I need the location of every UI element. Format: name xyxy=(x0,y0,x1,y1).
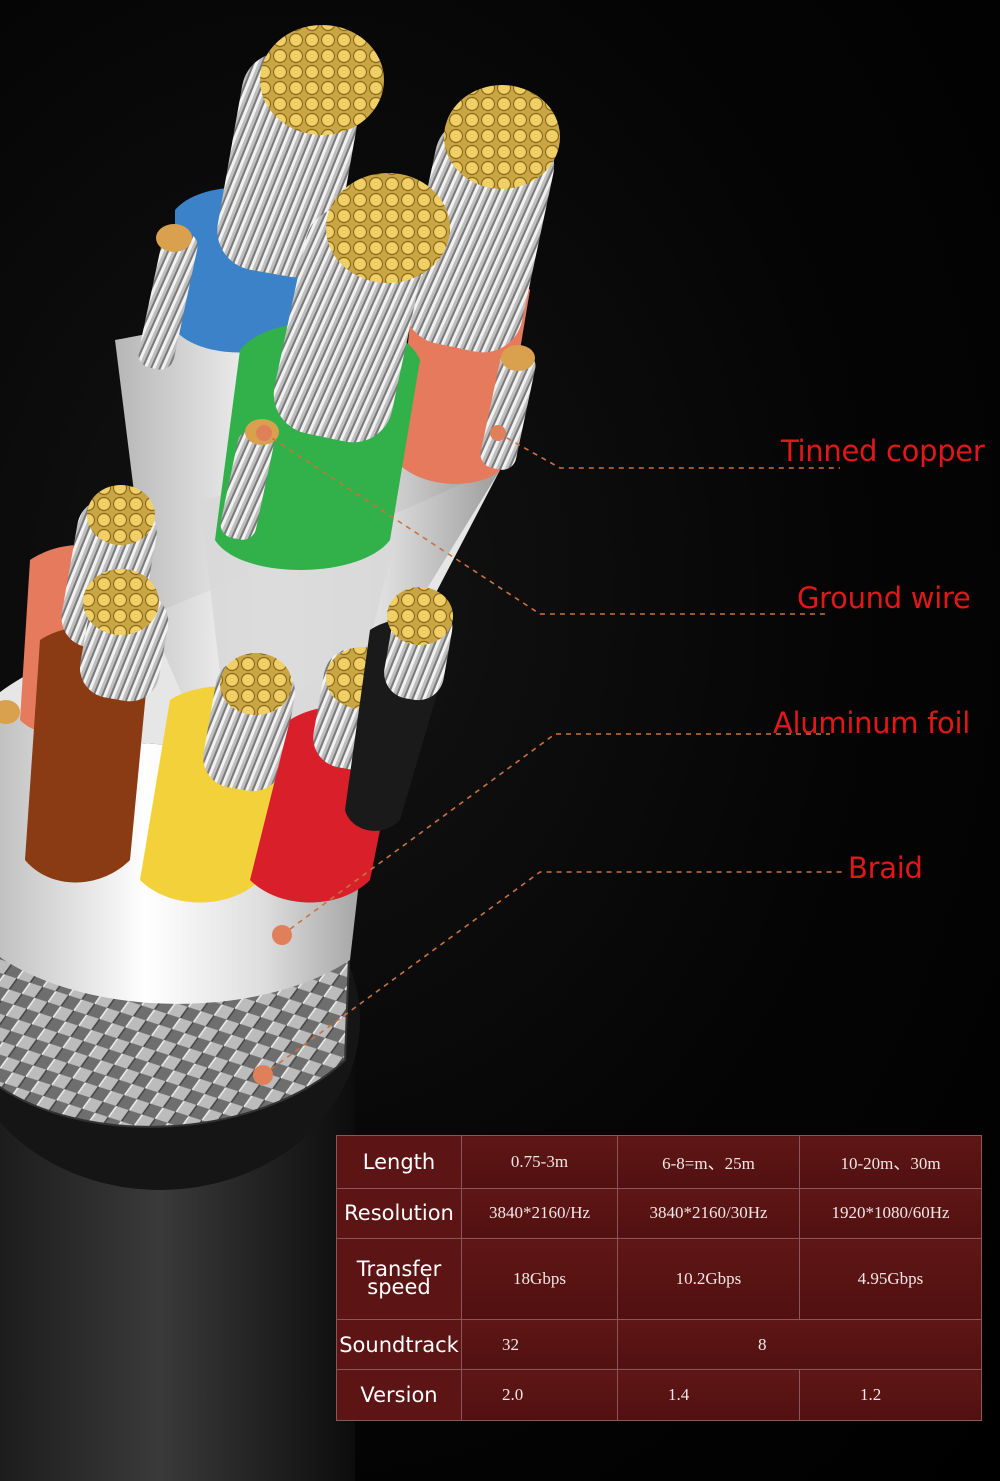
row-header-resolution: Resolution xyxy=(336,1187,462,1240)
row-header-text: Transfer speed xyxy=(356,1256,442,1299)
table-cell: 10.2Gbps xyxy=(617,1238,800,1320)
leader-ground-wire xyxy=(263,432,825,615)
drain-wire-left xyxy=(138,230,198,370)
leader-lines xyxy=(262,432,845,1076)
table-cell: 32 xyxy=(461,1318,618,1371)
callout-tinned-copper: Tinned copper xyxy=(781,434,985,468)
table-cell: 1.2 xyxy=(798,1369,983,1421)
table-cell: 3840*2160/Hz xyxy=(461,1187,618,1240)
row-header-length: Length xyxy=(336,1135,462,1189)
callout-aluminum-foil: Aluminum foil xyxy=(773,706,970,740)
leader-tinned-copper xyxy=(497,432,840,469)
table-row-version: Version 2.0 1.4 1.2 xyxy=(336,1369,983,1421)
row-header-line: Transfer xyxy=(356,1256,442,1281)
table-cell: 10-20m、30m xyxy=(798,1135,983,1189)
strands-green xyxy=(326,173,450,283)
row-header-line: speed xyxy=(367,1274,431,1299)
table-cell: 1.4 xyxy=(617,1369,800,1421)
spec-table: Length 0.75-3m 6-8=m、25m 10-20m、30m Reso… xyxy=(336,1135,983,1421)
leader-dots xyxy=(253,425,506,1085)
ground-wire xyxy=(220,429,274,540)
table-cell: 0.75-3m xyxy=(461,1135,618,1189)
table-cell: 18Gbps xyxy=(461,1238,618,1320)
callout-ground-wire: Ground wire xyxy=(797,581,971,615)
table-cell: 2.0 xyxy=(461,1369,618,1421)
leader-aluminum-foil xyxy=(281,733,830,936)
row-header-transfer-speed: Transfer speed xyxy=(336,1238,462,1320)
strands-salmon xyxy=(444,85,560,189)
table-row-transfer-speed: Transfer speed 18Gbps 10.2Gbps 4.95Gbps xyxy=(336,1238,983,1320)
strands-blue xyxy=(260,25,384,135)
table-cell: 1920*1080/60Hz xyxy=(798,1187,983,1240)
table-row-soundtrack: Soundtrack 32 8 xyxy=(336,1318,982,1371)
table-row-length: Length 0.75-3m 6-8=m、25m 10-20m、30m xyxy=(336,1135,983,1189)
leader-braid xyxy=(262,871,845,1076)
row-header-soundtrack: Soundtrack xyxy=(336,1318,462,1371)
callout-braid: Braid xyxy=(848,851,923,885)
table-cell: 6-8=m、25m xyxy=(617,1135,800,1189)
row-header-version: Version xyxy=(336,1369,462,1421)
table-cell: 3840*2160/30Hz xyxy=(617,1187,800,1240)
table-row-resolution: Resolution 3840*2160/Hz 3840*2160/30Hz 1… xyxy=(336,1187,983,1240)
table-cell: 4.95Gbps xyxy=(798,1238,983,1320)
table-cell: 8 xyxy=(617,1318,982,1371)
